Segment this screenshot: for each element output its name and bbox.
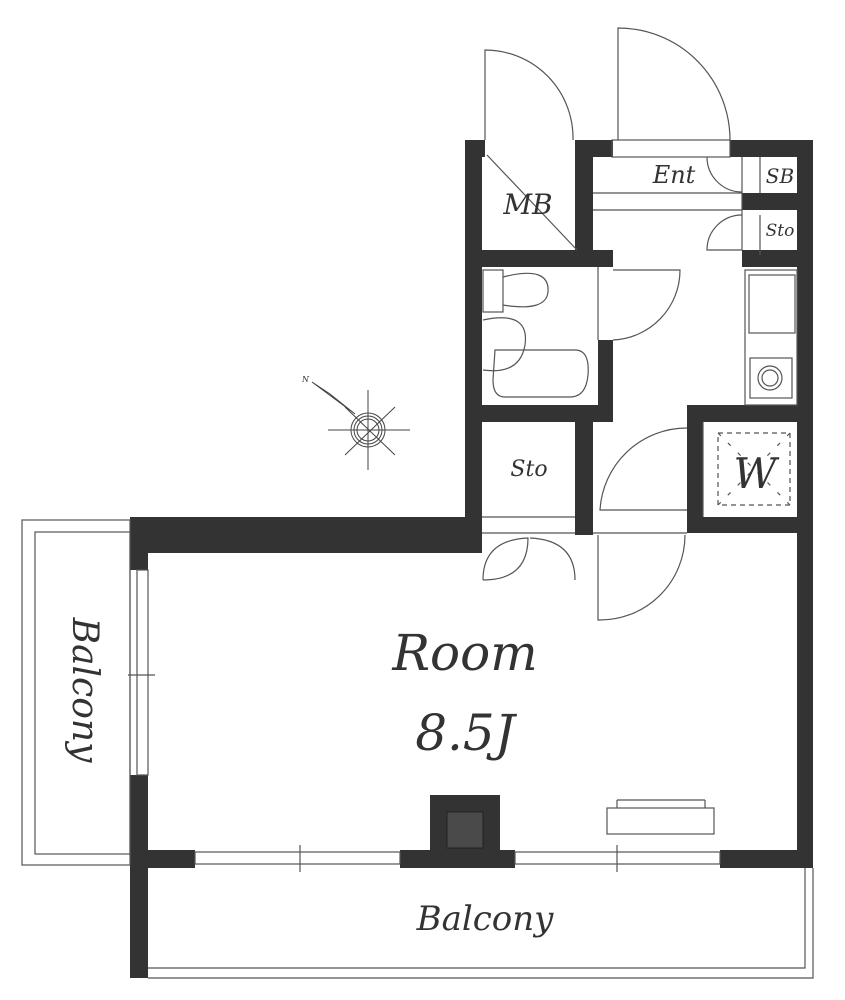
compass [311,381,410,470]
wall [465,140,485,157]
door-swing [706,214,743,251]
wall [575,140,593,265]
wall [130,517,482,553]
kitchen-sink [748,274,796,334]
door-swing [706,156,743,193]
label-shoe-box: SB [766,164,794,188]
room-size: 8.5J [415,704,518,762]
wall [720,850,813,868]
washer-space [717,432,791,506]
wall [598,340,613,422]
closet-door [482,537,529,581]
wall [687,405,703,533]
toilet-bowl [502,272,549,308]
wall [742,193,813,210]
wall [130,850,195,868]
wall [687,517,813,533]
fixtures [21,27,814,979]
label-balcony-bottom: Balcony [416,899,555,939]
wall [730,140,813,157]
north-arrow-icon [311,381,356,415]
wall [575,405,593,535]
kitchen-counter [744,269,798,406]
wall [465,250,613,267]
door-swing [617,27,731,141]
stove [749,357,793,399]
door-swing [612,269,681,341]
wall [742,250,813,267]
door-swing [484,49,574,141]
room-door-swing [597,534,686,621]
wall [465,140,482,535]
label-storage-mid: Sto [510,457,547,482]
label-washer: W [733,449,780,498]
label-storage-top: Sto [766,221,795,241]
bottom-balcony [148,868,814,979]
label-balcony-left: Balcony [64,617,105,763]
bathtub [492,349,589,398]
label-entrance: Ent [652,161,696,189]
label-mb: MB [502,188,552,221]
wall [130,775,148,978]
left-window [136,569,149,776]
mb-cross-line [486,154,578,251]
air-conditioner [606,807,715,835]
room-name: Room [391,624,537,682]
bottom-window [194,851,401,865]
toilet-tank [482,269,504,313]
sink [482,317,527,372]
entrance-window [611,139,731,158]
compass-label: N [301,375,310,384]
door-swing [599,427,688,511]
wall [130,517,148,570]
wall [797,140,813,868]
column-inner [446,811,484,849]
wall [687,405,813,422]
